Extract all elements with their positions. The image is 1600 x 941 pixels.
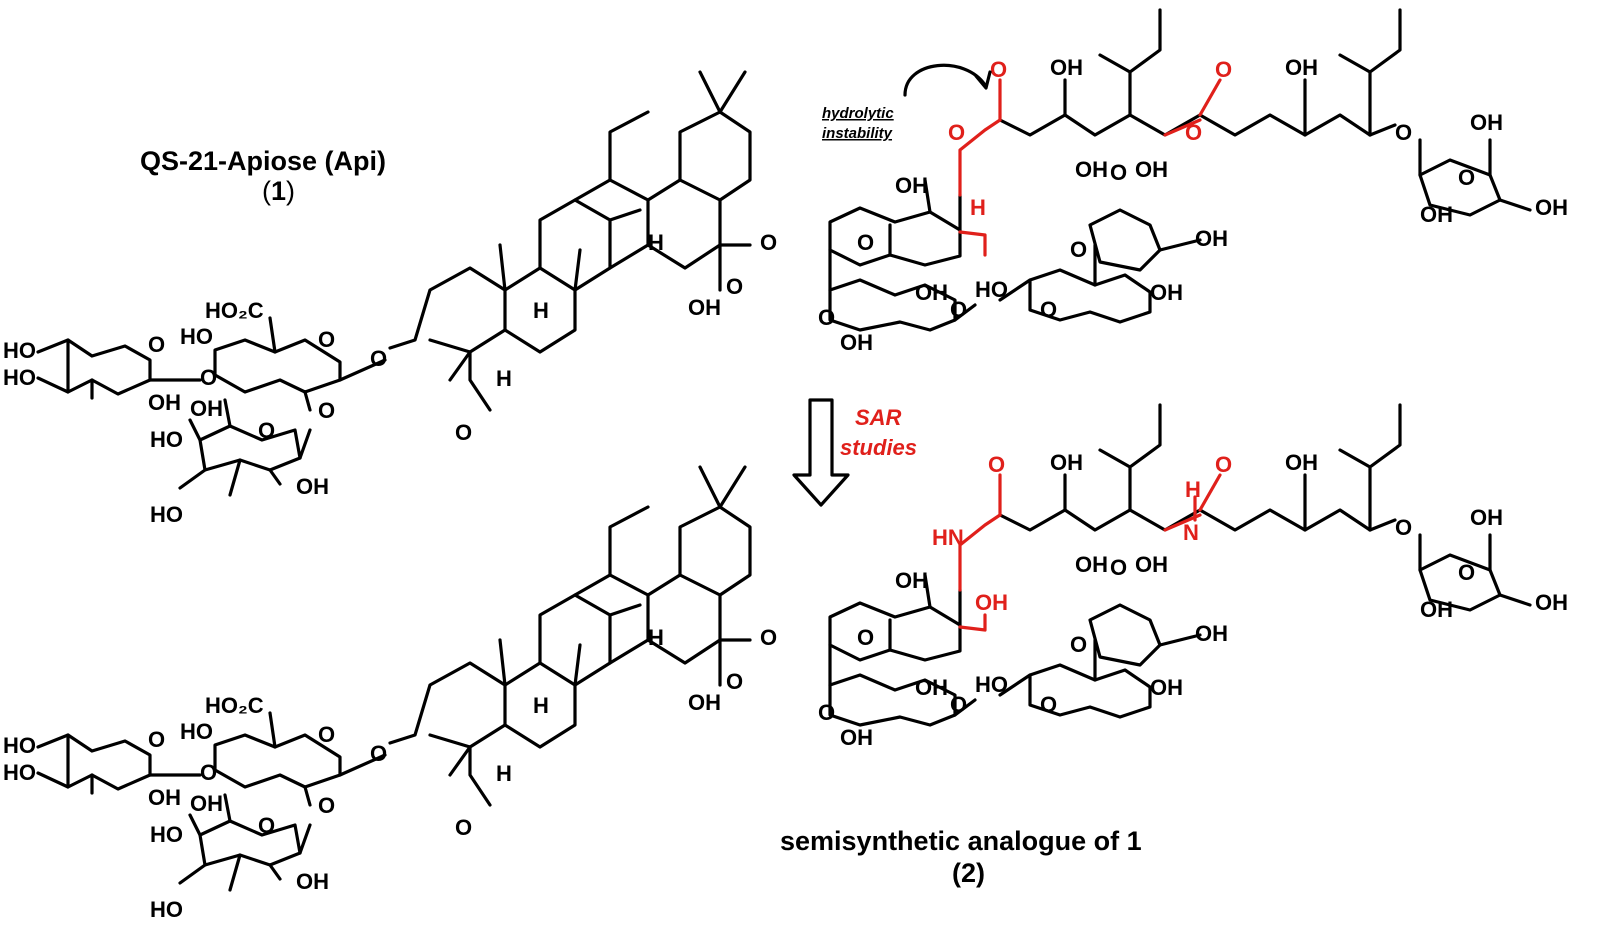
svg-text:O: O xyxy=(988,452,1005,477)
svg-text:H: H xyxy=(1185,477,1201,502)
compound-2-number: (2) xyxy=(952,858,985,888)
compound-1-name: QS-21-Apiose (Api) xyxy=(140,146,386,176)
svg-text:O: O xyxy=(1215,452,1232,477)
svg-text:O: O xyxy=(990,57,1007,82)
svg-text:HN: HN xyxy=(932,525,964,550)
compound-1-number: (1) xyxy=(262,176,295,206)
transformation-arrow xyxy=(792,398,850,507)
svg-text:O: O xyxy=(1185,120,1202,145)
hydrolysis-arrow xyxy=(903,63,987,97)
compound-1-structure: O O O O H xyxy=(1,8,1570,529)
compound-2-name: semisynthetic analogue of 1 xyxy=(780,826,1142,856)
svg-text:O: O xyxy=(1215,57,1232,82)
compound-2-structure: O HN H N O OH xyxy=(1,403,1570,924)
svg-text:OH: OH xyxy=(975,590,1008,615)
annotation-line-1: hydrolytic xyxy=(822,105,894,122)
transition-label-1: SAR xyxy=(855,405,902,430)
transition-label-2: studies xyxy=(840,435,917,460)
annotation-line-2: instability xyxy=(822,125,893,142)
svg-text:N: N xyxy=(1183,520,1199,545)
svg-text:H: H xyxy=(970,195,986,220)
svg-text:O: O xyxy=(948,120,965,145)
